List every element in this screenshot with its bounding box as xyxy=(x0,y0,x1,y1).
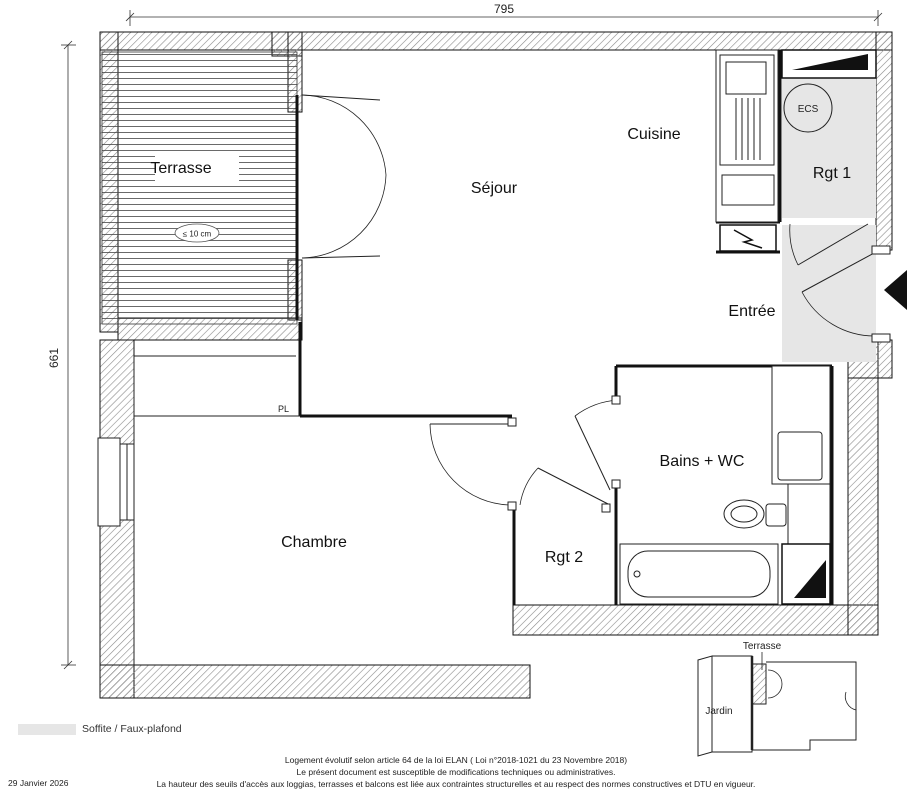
legend-swatch xyxy=(18,724,76,735)
key-plan-jardin: Jardin xyxy=(705,706,732,717)
dimension-height xyxy=(61,40,76,670)
ecs-water-heater xyxy=(783,83,833,133)
bathroom-duct xyxy=(781,543,831,605)
room-label-rgt1: Rgt 1 xyxy=(813,165,851,182)
bathroom-fixtures xyxy=(619,365,831,605)
terrace-threshold-badge xyxy=(174,223,220,243)
room-label-terrasse: Terrasse xyxy=(150,160,211,177)
rgt2-door xyxy=(519,467,611,506)
legend-label: Soffite / Faux-plafond xyxy=(82,723,182,735)
room-label-rgt2: Rgt 2 xyxy=(545,549,583,566)
footer-date: 29 Janvier 2026 xyxy=(8,778,69,788)
bathroom-door xyxy=(574,399,619,491)
rgt1-door xyxy=(786,218,869,266)
key-plan-terrasse: Terrasse xyxy=(743,641,782,652)
duct-top-right xyxy=(781,49,877,79)
terrace-decking xyxy=(101,51,298,325)
terrace-threshold-note: ≤ 10 cm xyxy=(183,230,212,239)
footer-line-2: Le présent document est susceptible de m… xyxy=(296,767,616,777)
interior-walls xyxy=(298,50,834,605)
chambre-closet-lines xyxy=(133,355,300,665)
pl-label: PL xyxy=(278,404,289,414)
kitchen-unit xyxy=(715,49,779,223)
soffit-entree xyxy=(782,225,876,362)
ecs-label: ECS xyxy=(798,104,819,115)
chambre-window xyxy=(97,437,135,527)
dimension-width-label: 795 xyxy=(494,2,514,16)
key-plan xyxy=(697,655,857,757)
footer-line-1: Logement évolutif selon article 64 de la… xyxy=(284,755,628,765)
terrace-french-door xyxy=(301,94,387,259)
footer-line-3: La hauteur des seuils d'accès aux loggia… xyxy=(156,779,756,789)
room-label-bains: Bains + WC xyxy=(660,453,745,470)
entry-door xyxy=(801,251,877,337)
room-label-entree: Entrée xyxy=(728,303,775,320)
entry-arrow-icon xyxy=(884,270,907,310)
dimension-width xyxy=(125,10,883,26)
room-label-cuisine: Cuisine xyxy=(627,126,680,143)
room-label-chambre: Chambre xyxy=(281,534,347,551)
dimension-height-label: 661 xyxy=(47,348,61,368)
chambre-door xyxy=(429,423,511,506)
room-label-sejour: Séjour xyxy=(471,180,518,197)
electrical-panel xyxy=(719,224,777,252)
